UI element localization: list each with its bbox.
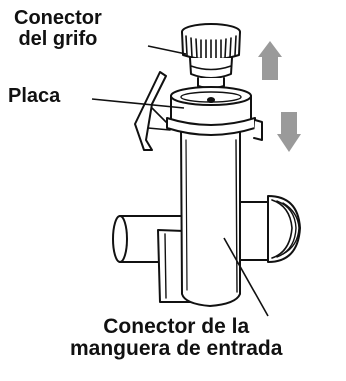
- down-arrow-icon: [277, 112, 301, 152]
- faucet-leader-line: [147, 45, 187, 55]
- outlet-threaded-connector: [231, 195, 301, 263]
- faucet-connector-label: Conector del grifo: [14, 8, 102, 50]
- up-arrow-icon: [258, 41, 282, 80]
- leader-lines: [91, 45, 269, 317]
- hose-connector-label-line2: manguera de entrada: [70, 337, 283, 361]
- diverter-body: [180, 127, 241, 307]
- plate-collar: [166, 86, 263, 141]
- plate-label: Placa: [8, 85, 61, 107]
- hose-leader-line: [223, 237, 269, 317]
- hose-connector-label: Conector de la manguera de entrada: [70, 315, 283, 361]
- faucet-connector-label-line1: Conector: [14, 7, 102, 29]
- release-lever: [134, 71, 171, 151]
- hose-connector-label-line1: Conector de la: [103, 315, 250, 338]
- faucet-connector: [181, 23, 241, 89]
- plate-leader-line: [91, 98, 185, 109]
- faucet-connector-label-line2: del grifo: [18, 28, 98, 50]
